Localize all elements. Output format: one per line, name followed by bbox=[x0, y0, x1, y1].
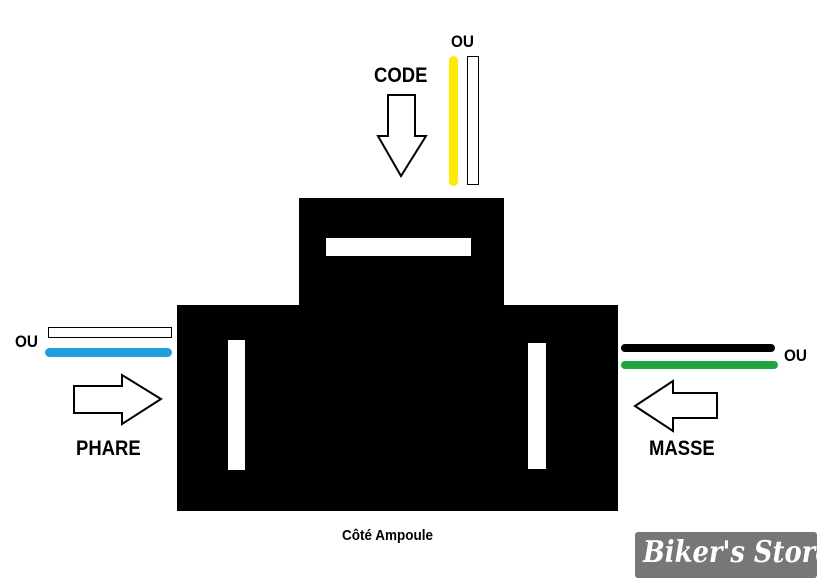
watermark-text: Biker's Store bbox=[643, 535, 821, 570]
masse-wire-green bbox=[621, 361, 778, 369]
code-terminal-slot bbox=[326, 238, 471, 256]
ou-label-top: OU bbox=[451, 32, 474, 51]
ou-label-left: OU bbox=[15, 332, 38, 351]
phare-wire-white bbox=[48, 327, 172, 338]
code-label: CODE bbox=[374, 64, 428, 87]
phare-terminal-slot bbox=[228, 340, 245, 470]
down-arrow-icon bbox=[376, 94, 428, 178]
watermark-logo: Biker's Store bbox=[635, 532, 821, 578]
phare-wire-blue bbox=[45, 348, 172, 357]
caption-cote-ampoule: Côté Ampoule bbox=[342, 527, 434, 544]
code-wire-yellow bbox=[449, 56, 458, 186]
masse-wire-black bbox=[621, 344, 775, 352]
phare-label: PHARE bbox=[76, 437, 141, 460]
left-arrow-icon bbox=[633, 379, 718, 433]
ou-label-right: OU bbox=[784, 346, 807, 365]
right-arrow-icon bbox=[73, 373, 163, 426]
masse-label: MASSE bbox=[649, 437, 715, 460]
masse-terminal-slot bbox=[528, 343, 546, 469]
code-wire-white bbox=[467, 56, 479, 185]
